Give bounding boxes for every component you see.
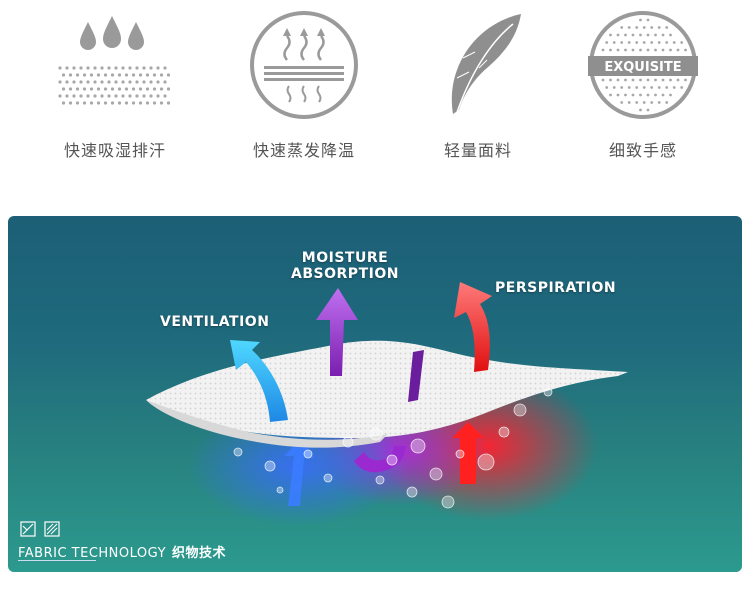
fabric-icon-2 — [44, 521, 60, 537]
features-row: 快速吸湿排汗 快速蒸发降温 — [0, 0, 750, 190]
feather-icon — [451, 14, 521, 119]
feature-label: 细致手感 — [608, 143, 677, 160]
moisture-label-line2: ABSORPTION — [291, 266, 399, 282]
perspiration-lower-arrow — [452, 422, 484, 484]
caption-underline — [18, 560, 96, 561]
fabric-technology-caption: FABRIC TECHNOLOGY 织物技术 — [18, 542, 226, 561]
fabric-channel — [408, 350, 424, 402]
feature-moisture-wicking: 快速吸湿排汗 — [30, 0, 200, 180]
moisture-bubbles — [233, 387, 553, 509]
fabric-icon-1 — [20, 521, 36, 537]
fabric-technology-panel: VENTILATION MOISTURE ABSORPTION PERSPIRA… — [8, 216, 742, 572]
moisture-absorption-arrow — [316, 288, 358, 376]
moisture-lower-swirl — [354, 446, 406, 473]
ventilation-label: VENTILATION — [160, 314, 270, 330]
badge-text: EXQUISITE — [604, 60, 681, 75]
feature-lightweight: 轻量面料 — [393, 0, 563, 180]
ventilation-lower-arrow — [284, 438, 314, 506]
feature-label: 快速吸湿排汗 — [63, 143, 166, 160]
feature-label: 轻量面料 — [443, 143, 512, 160]
fabric-edge — [146, 400, 388, 448]
fabric-illustration — [20, 282, 628, 537]
moisture-absorption-label: MOISTURE ABSORPTION — [290, 250, 400, 282]
feature-fine-texture: EXQUISITE 细致手感 — [558, 0, 728, 180]
perspiration-arrow — [454, 282, 492, 372]
evaporation-icon — [250, 11, 358, 119]
ventilation-arrow — [230, 340, 288, 422]
fabric-technology-cn: 织物技术 — [172, 546, 227, 561]
exquisite-badge-icon: EXQUISITE — [588, 11, 698, 119]
feature-fast-evaporation: 快速蒸发降温 — [219, 0, 389, 180]
water-drops-icon — [58, 16, 171, 105]
perspiration-label: PERSPIRATION — [495, 280, 617, 296]
fabric-technology-en: FABRIC TECHNOLOGY — [18, 546, 167, 561]
moisture-label-line1: MOISTURE — [301, 250, 389, 266]
feature-label: 快速蒸发降温 — [252, 143, 355, 160]
